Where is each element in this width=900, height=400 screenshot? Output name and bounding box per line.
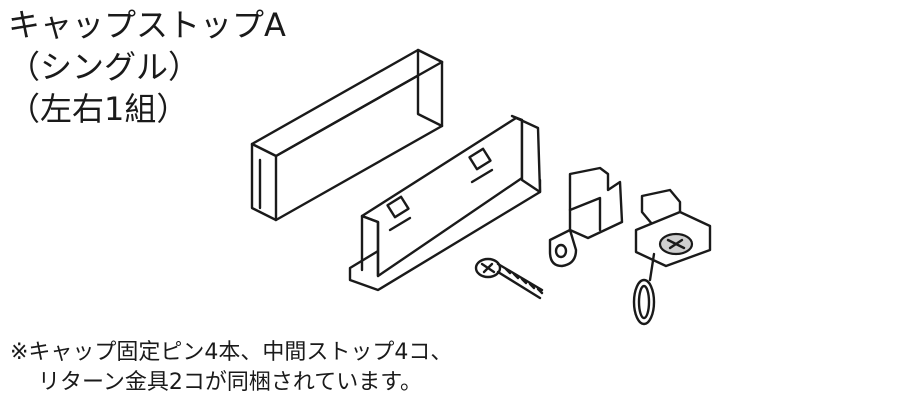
parts-illustration xyxy=(250,48,712,326)
cap-cover-illustration xyxy=(250,48,444,222)
product-title: キャップストップA （シングル） （左右1組） xyxy=(8,4,286,130)
product-quantity: （左右1組） xyxy=(8,90,189,128)
runner-hook-illustration xyxy=(632,188,712,326)
product-type: （シングル） xyxy=(8,48,201,86)
note-line-1: ※キャップ固定ピン4本、中間ストップ4コ、 xyxy=(10,340,453,365)
return-bracket-illustration xyxy=(548,166,624,268)
note-line-2: リターン金具2コが同梱されています。 xyxy=(38,370,423,395)
included-parts-note: ※キャップ固定ピン4本、中間ストップ4コ、 リターン金具2コが同梱されています。 xyxy=(10,338,452,398)
stop-bracket-illustration xyxy=(348,114,542,292)
product-name: キャップストップA xyxy=(8,6,286,44)
screw-illustration xyxy=(474,257,544,300)
